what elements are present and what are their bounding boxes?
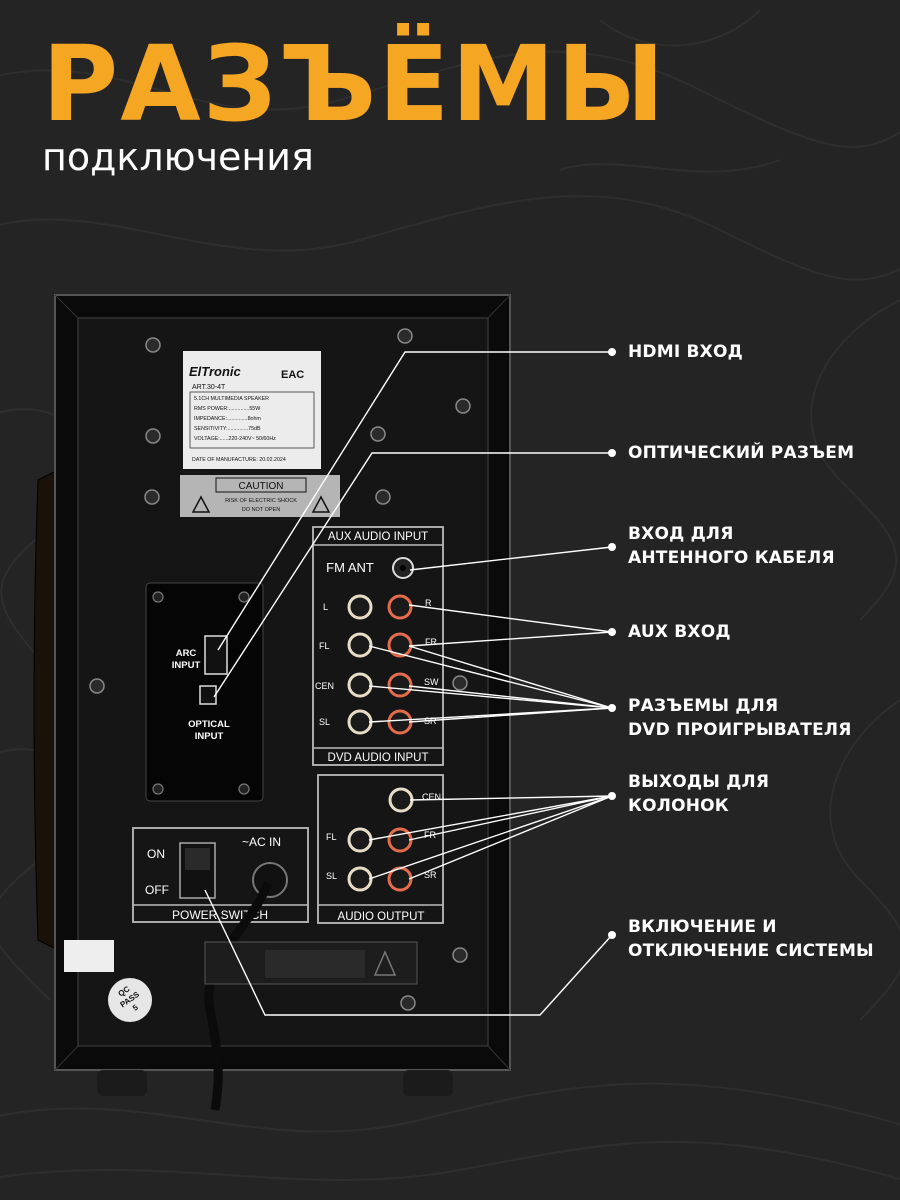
svg-text:IMPEDANCE:..............8ohm: IMPEDANCE:..............8ohm [194,416,261,422]
white-sticker [64,940,114,972]
callout-optical: ОПТИЧЕСКИЙ РАЗЪЕМ [628,443,855,463]
ac-socket [252,862,288,898]
dvd-panel-title: DVD AUDIO INPUT [328,752,429,764]
power-cable [204,881,273,1111]
svg-text:L: L [323,602,328,612]
qc-sticker [108,978,152,1022]
svg-text:OFF: OFF [145,883,169,897]
page-title: РАЗЪЁМЫ [42,23,667,145]
leader-dots [608,348,616,939]
art-number: ART.30-4T [192,384,226,391]
svg-text:SR: SR [424,870,437,880]
caution-title: CAUTION [239,481,284,492]
svg-text:DATE OF MANUFACTURE: 20.02.202: DATE OF MANUFACTURE: 20.02.2024 [192,457,286,463]
page-subtitle: подключения [42,135,314,179]
svg-text:INPUT: INPUT [195,731,224,742]
callout-speaker-outputs: ВЫХОДЫ ДЛЯ КОЛОНОК [628,772,770,816]
callout-dvd: РАЗЪЕМЫ ДЛЯ DVD ПРОИГРЫВАТЕЛЯ [628,696,852,740]
svg-text:CEN: CEN [315,681,334,691]
audio-output-label: AUDIO OUTPUT [338,911,425,923]
product-label [183,351,321,469]
svg-text:ARC: ARC [176,648,197,659]
svg-text:INPUT: INPUT [172,660,201,671]
svg-text:5: 5 [131,1003,140,1013]
callout-aux: AUX ВХОД [628,622,731,642]
svg-text:RMS POWER:..............55W: RMS POWER:..............55W [194,406,260,412]
svg-text:SW: SW [424,677,439,687]
svg-text:SENSITIVITY:..............75dB: SENSITIVITY:..............75dB [194,426,261,432]
leader-lines [204,351,613,1016]
svg-text:FR: FR [425,637,437,647]
svg-text:VOLTAGE:......220-240V~ 50/60H: VOLTAGE:......220-240V~ 50/60Hz [194,436,276,442]
foot-left [97,1070,147,1096]
svg-text:RISK OF ELECTRIC SHOCK: RISK OF ELECTRIC SHOCK [225,498,297,504]
svg-text:R: R [425,598,432,608]
screws [89,328,471,1011]
output-panel [317,774,444,924]
svg-text:CEN: CEN [422,792,441,802]
callout-power: ВКЛЮЧЕНИЕ И ОТКЛЮЧЕНИЕ СИСТЕМЫ [628,917,874,961]
svg-text:OPTICAL: OPTICAL [188,719,230,730]
svg-text:DO NOT OPEN: DO NOT OPEN [242,507,280,513]
brand-text: ElTronic [189,364,242,379]
svg-text:~AC IN: ~AC IN [242,835,281,849]
svg-text:FL: FL [326,832,337,842]
svg-text:ON: ON [147,847,165,861]
foot-right [403,1070,453,1096]
callout-antenna: ВХОД ДЛЯ АНТЕННОГО КАБЕЛЯ [628,524,835,568]
svg-text:FL: FL [319,641,330,651]
svg-text:SL: SL [326,871,337,881]
fm-ant-label: FM ANT [326,560,374,575]
callout-hdmi-input: HDMI ВХОД [628,342,743,362]
optical-port [199,685,217,705]
input-panel [312,526,444,766]
svg-text:5.1CH MULTIMEDIA SPEAKER: 5.1CH MULTIMEDIA SPEAKER [194,396,269,402]
eac-mark: EAC [281,369,304,381]
aux-panel-title: AUX AUDIO INPUT [328,531,428,543]
svg-text:SL: SL [319,717,330,727]
